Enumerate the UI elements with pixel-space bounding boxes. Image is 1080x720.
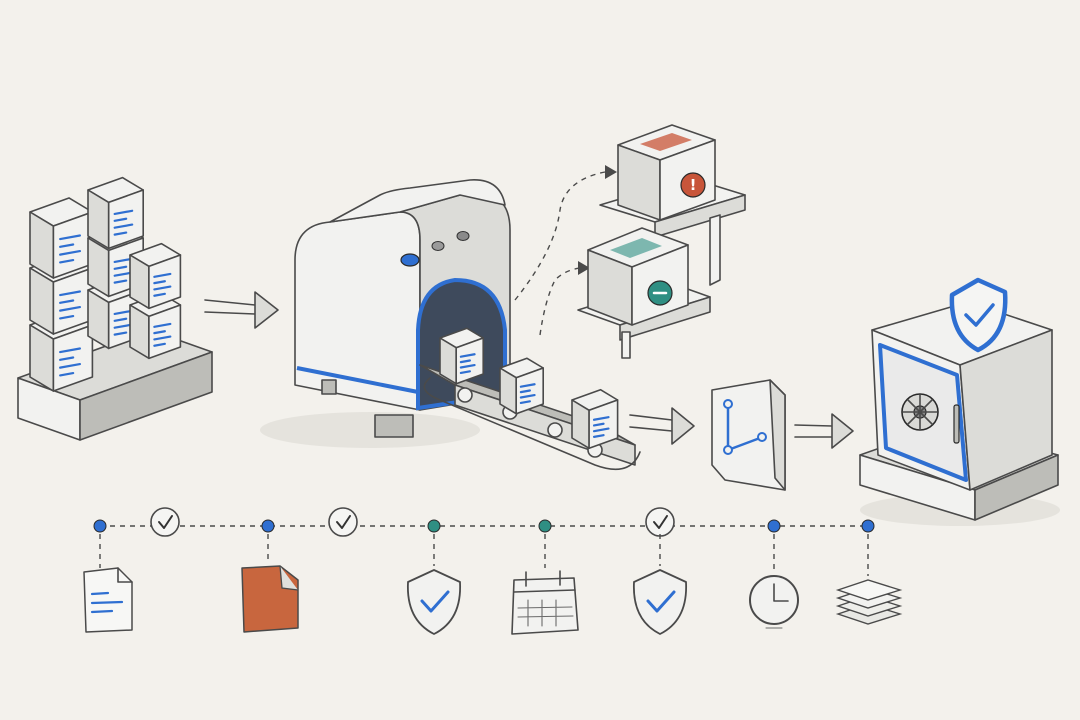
timeline [93, 507, 875, 576]
timeline-node [861, 519, 875, 533]
button-icon [400, 253, 420, 267]
calendar-icon [511, 570, 579, 635]
timeline-node [538, 519, 552, 533]
route-line [514, 171, 606, 301]
document-box-icon [87, 176, 144, 250]
shield-check-icon [949, 277, 1008, 353]
folder-icon [241, 565, 299, 633]
check-icon [328, 507, 358, 537]
layers-icon [835, 579, 903, 625]
rejected-bin [577, 227, 711, 359]
routing-card [711, 379, 786, 491]
check-icon [645, 507, 675, 537]
document-box-icon [439, 327, 485, 385]
source-stack [17, 176, 213, 441]
timeline-node [767, 519, 781, 533]
shield-check-icon [633, 569, 687, 635]
timeline-node [93, 519, 107, 533]
document-box-icon [129, 242, 182, 310]
exception-bin: ! [599, 124, 746, 286]
arrow-icon [794, 413, 854, 449]
document-box-icon [499, 357, 545, 415]
document-icon [83, 567, 133, 633]
shield-check-icon [407, 569, 461, 635]
branch-icon [723, 399, 767, 455]
secure-vault [859, 277, 1060, 526]
timeline-node [261, 519, 275, 533]
timeline-icons [83, 565, 903, 635]
arrow-icon [204, 291, 279, 329]
svg-text:!: ! [690, 176, 697, 194]
document-box-icon [29, 197, 94, 279]
conveyor-belt [419, 327, 641, 471]
check-icon [150, 507, 180, 537]
arrow-icon [629, 407, 695, 445]
clock-icon [749, 575, 799, 629]
exclamation-icon [680, 172, 706, 198]
route-line [539, 267, 581, 336]
document-box-icon [571, 388, 619, 450]
timeline-node [427, 519, 441, 533]
